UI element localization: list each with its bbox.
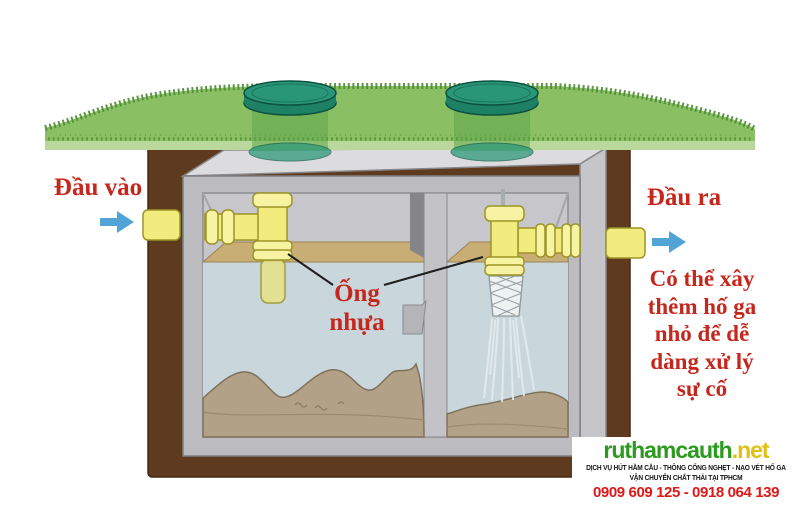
note-line: dàng xử lý xyxy=(650,348,754,374)
pipe-label-line1: Ống xyxy=(334,280,380,307)
sludge-layer-first-chamber xyxy=(202,361,425,438)
note-line: nhỏ để dễ xyxy=(654,321,750,346)
manhole-riser-left xyxy=(248,105,332,162)
inlet-label: Đầu vào xyxy=(53,174,143,201)
pipe-label: Ống nhựa xyxy=(313,279,401,337)
divider-wall xyxy=(402,192,448,438)
septic-tank xyxy=(180,146,609,458)
outlet-flow-arrow-icon xyxy=(652,231,686,253)
watermark: ruthamcauth.net DỊCH VỤ HÚT HẦM CẦU - TH… xyxy=(572,437,800,500)
note-line: thêm hố ga xyxy=(647,293,757,319)
effluent-filter xyxy=(488,275,524,317)
manhole-cover-left xyxy=(243,80,337,116)
outlet-tee-pipe xyxy=(484,205,581,276)
divider-baffle xyxy=(402,299,427,335)
note-label: Có thể xây thêm hố ga nhỏ để dễ dàng xử … xyxy=(622,265,782,403)
ground-grass xyxy=(44,83,757,150)
inlet-flow-arrow-icon xyxy=(100,211,134,233)
outflow-spray xyxy=(483,315,535,403)
watermark-phone-numbers: 0909 609 125 - 0918 064 139 xyxy=(592,484,780,501)
note-line: sự cố xyxy=(676,376,728,401)
outlet-pipe-stub xyxy=(605,227,646,259)
note-line: Có thể xây xyxy=(649,266,755,291)
pipe-leader-lines xyxy=(287,253,484,286)
scum-layer-first-chamber xyxy=(201,241,425,263)
filter-hanger-rod xyxy=(501,189,505,211)
inlet-tee-pipe xyxy=(204,192,293,304)
pipe-label-line2: nhựa xyxy=(329,309,385,336)
tank-interior xyxy=(201,189,581,438)
inlet-pipe-stub xyxy=(142,209,181,241)
watermark-services-line1: DỊCH VỤ HÚT HẦM CẦU - THÔNG CỐNG NGHẸT -… xyxy=(586,465,786,472)
tank-side-face xyxy=(579,146,607,458)
outlet-label: Đầu ra xyxy=(646,184,722,211)
manhole-cover-right xyxy=(445,80,539,116)
watermark-site-tld: .net xyxy=(731,437,770,463)
watermark-services-line2: VẬN CHUYỂN CHẤT THẢI TẠI TPHCM xyxy=(629,475,743,482)
watermark-site-name: ruthamcauth.net xyxy=(603,437,770,463)
